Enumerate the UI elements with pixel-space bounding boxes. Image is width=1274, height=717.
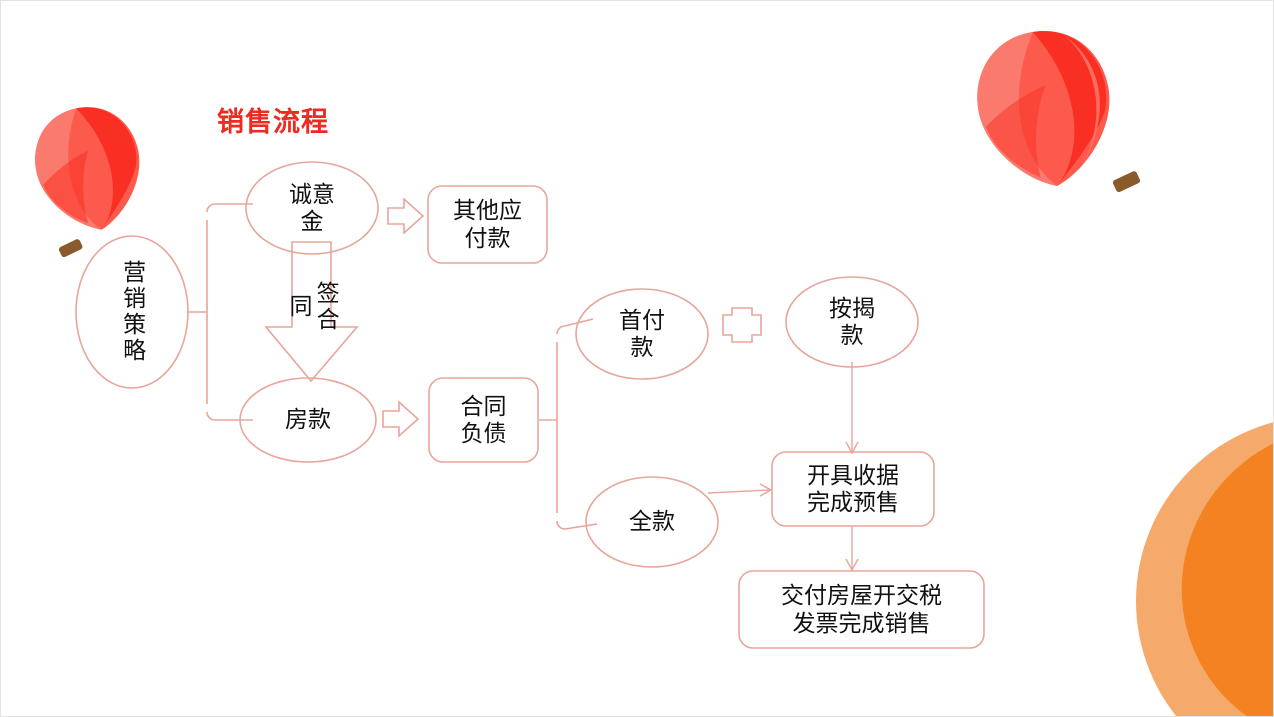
connector-block-arrow-sign-contract (264, 241, 359, 383)
node-shape-down-payment[interactable] (575, 288, 709, 380)
hot-air-balloon-left (35, 107, 140, 258)
node-shape-contract-liability[interactable] (428, 377, 539, 463)
node-shape-mortgage-payment[interactable] (785, 276, 919, 368)
connector-arrow-sincerity-to-payables (387, 197, 425, 235)
node-shape-marketing-strategy[interactable] (75, 235, 189, 389)
orange-circle-decoration (1136, 422, 1273, 716)
connector-arrow-house-to-contract (382, 400, 420, 438)
connector-arrow-receipt-to-deliver (845, 526, 859, 572)
connector-arrow-full-to-receipt (707, 483, 773, 497)
node-shape-sincerity-money[interactable] (245, 161, 379, 255)
node-shape-other-payables[interactable] (427, 185, 548, 264)
connector-bracket-contract (539, 318, 598, 530)
page-title: 销售流程 (217, 107, 329, 137)
node-shape-issue-receipt[interactable] (771, 451, 935, 527)
node-shape-house-payment[interactable] (239, 377, 377, 463)
connector-arrow-mortgage-to-receipt (845, 362, 859, 455)
node-shape-full-payment[interactable] (585, 476, 719, 568)
node-shape-deliver-house[interactable] (738, 570, 985, 649)
connector-bracket-strategy (187, 203, 253, 421)
plus-icon (722, 307, 762, 343)
hot-air-balloon-right (977, 31, 1141, 193)
